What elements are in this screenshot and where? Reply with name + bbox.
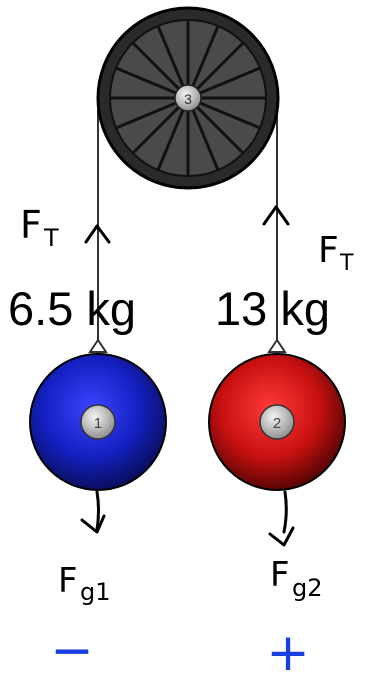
gravity-right-main: F	[270, 555, 290, 595]
mass-1-badge	[80, 404, 116, 440]
gravity-left-main: F	[58, 561, 78, 601]
pulley-hub	[174, 84, 202, 112]
tension-right-sub: T	[339, 251, 354, 276]
mass-2-label: 13 kg	[215, 282, 330, 335]
mass-1-number: 1	[94, 415, 102, 432]
tension-arrow-right	[262, 205, 290, 226]
sign-negative: −	[50, 621, 94, 675]
mass-2-number: 2	[273, 415, 281, 432]
mass-2-ball: 2	[208, 353, 346, 491]
hook-right	[267, 338, 287, 353]
tension-left-sub: T	[43, 224, 59, 252]
tension-arrow-left	[84, 224, 111, 244]
tension-label-right: F T	[318, 230, 354, 276]
sign-positive: +	[266, 623, 310, 675]
mass-2-badge	[259, 404, 295, 440]
pulley: 3	[96, 6, 280, 190]
gravity-label-left: F g1	[58, 561, 111, 606]
tension-label-left: F T	[20, 203, 59, 252]
gravity-right-sub: g2	[292, 574, 323, 602]
mass-1-label: 6.5 kg	[8, 282, 137, 335]
hook-left	[88, 338, 108, 353]
mass-1-ball: 1	[29, 353, 167, 491]
gravity-left-sub: g1	[80, 578, 111, 606]
gravity-label-right: F g2	[270, 555, 323, 602]
gravity-arrow-left	[80, 490, 106, 534]
tension-left-main: F	[20, 203, 42, 247]
pulley-number: 3	[184, 91, 192, 107]
tension-right-main: F	[318, 230, 339, 271]
gravity-arrow-right	[268, 490, 295, 547]
